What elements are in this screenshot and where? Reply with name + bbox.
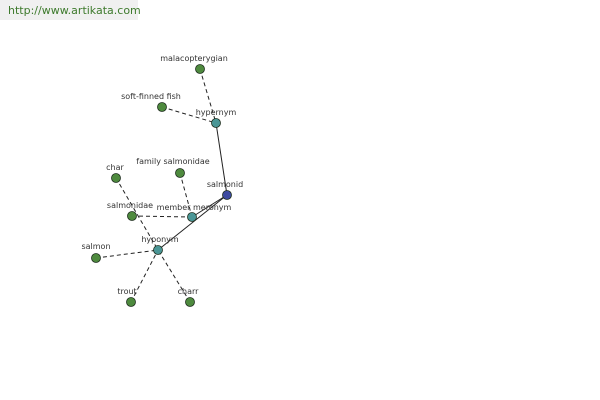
edge-family-salmonidae-member-meronym	[179, 172, 193, 218]
node-dot-soft-finned-fish[interactable]	[157, 102, 167, 112]
site-url-link[interactable]: http://www.artikata.com	[8, 4, 141, 17]
node-label-trout: trout	[117, 287, 136, 296]
node-label-salmonid: salmonid	[207, 180, 243, 189]
node-dot-family-salmonidae[interactable]	[175, 168, 185, 178]
node-family-salmonidae[interactable]: family salmonidae	[136, 157, 210, 178]
node-dot-member-meronym[interactable]	[187, 212, 197, 222]
edge-hyponym-salmonid	[157, 194, 228, 251]
node-label-char: char	[106, 163, 124, 172]
edge-trout-hyponym	[130, 249, 159, 303]
node-dot-salmon[interactable]	[91, 253, 101, 263]
node-label-malacopterygian: malacopterygian	[160, 54, 228, 63]
edge-salmon-hyponym	[95, 249, 159, 259]
node-label-family-salmonidae: family salmonidae	[136, 157, 209, 166]
node-dot-hyponym[interactable]	[153, 245, 163, 255]
node-label-salmon: salmon	[81, 242, 110, 251]
node-label-hyponym: hyponym	[141, 235, 179, 244]
node-label-salmonidae: salmonidae	[107, 201, 153, 210]
node-malacopterygian[interactable]: malacopterygian	[160, 54, 228, 74]
node-salmonidae[interactable]: salmonidae	[107, 201, 153, 221]
edge-member-meronym-salmonid	[191, 194, 228, 218]
node-dot-malacopterygian[interactable]	[195, 64, 205, 74]
node-dot-charr[interactable]	[185, 297, 195, 307]
node-dot-salmonidae[interactable]	[127, 211, 137, 221]
node-char[interactable]: char	[106, 163, 125, 183]
node-label-charr: charr	[178, 287, 200, 296]
edge-salmonidae-member-meronym	[131, 215, 193, 218]
node-label-hypernym: hypernym	[196, 108, 237, 117]
edge-hypernym-salmonid	[215, 122, 228, 196]
edge-soft-finned-fish-hypernym	[161, 106, 217, 124]
node-dot-char[interactable]	[111, 173, 121, 183]
url-bar: http://www.artikata.com	[0, 0, 141, 20]
node-salmonid[interactable]: salmonid	[207, 180, 243, 200]
edge-malacopterygian-hypernym	[199, 68, 217, 124]
node-salmon[interactable]: salmon	[81, 242, 111, 263]
node-hyponym[interactable]: hyponym	[141, 235, 179, 255]
node-label-member-meronym: member meronym	[157, 203, 232, 212]
edge-charr-hyponym	[157, 249, 191, 303]
node-dot-hypernym[interactable]	[211, 118, 221, 128]
edges-layer	[95, 68, 228, 303]
node-charr[interactable]: charr	[178, 287, 200, 307]
node-hypernym[interactable]: hypernym	[196, 108, 237, 128]
node-trout[interactable]: trout	[117, 287, 137, 307]
node-dot-salmonid[interactable]	[222, 190, 232, 200]
node-soft-finned-fish[interactable]: soft-finned fish	[121, 92, 181, 112]
node-label-soft-finned-fish: soft-finned fish	[121, 92, 181, 101]
node-member-meronym[interactable]: member meronym	[157, 203, 232, 222]
nodes-layer: malacopterygian soft-finned fish hypernym c…	[81, 54, 243, 307]
node-dot-trout[interactable]	[126, 297, 136, 307]
